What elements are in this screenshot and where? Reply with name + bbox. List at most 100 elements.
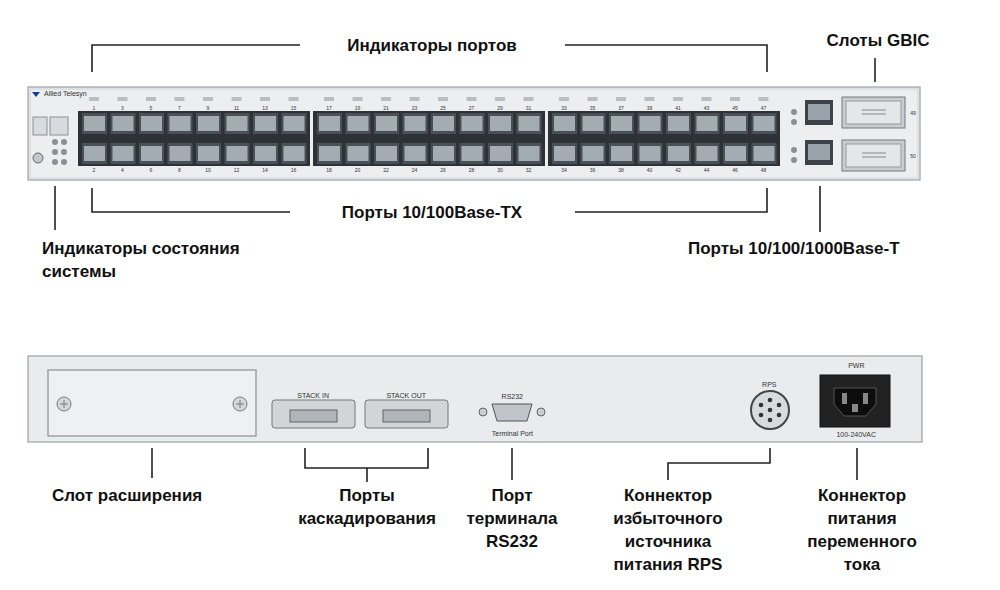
port-shape	[84, 116, 105, 131]
port-shape	[581, 113, 606, 134]
port-shape	[381, 97, 391, 101]
port-shape	[284, 116, 305, 131]
port-shape	[552, 113, 577, 134]
port-shape	[203, 97, 213, 101]
port-shape	[410, 97, 420, 101]
port-shape	[198, 146, 219, 161]
port-shape	[282, 143, 307, 164]
callout-label: Индикаторы состояния системы	[42, 237, 257, 283]
port-shape	[289, 97, 299, 101]
port-shape	[348, 116, 369, 131]
port-shape	[668, 146, 689, 161]
port-number: 11	[230, 105, 244, 111]
port-shape	[282, 113, 307, 134]
port-number: 33	[557, 105, 571, 111]
port-shape	[666, 143, 691, 164]
port-shape	[405, 116, 426, 131]
port-shape	[695, 143, 720, 164]
port-shape	[146, 97, 156, 101]
port-shape	[175, 97, 185, 101]
port-shape	[141, 116, 162, 131]
port-shape	[82, 113, 107, 134]
callout-label: Индикаторы портов	[302, 34, 562, 57]
port-shape	[559, 97, 569, 101]
port-shape	[725, 146, 746, 161]
port-shape	[488, 113, 513, 134]
port-shape	[168, 113, 193, 134]
port-shape	[260, 97, 270, 101]
port-shape	[583, 146, 604, 161]
port-shape	[611, 146, 632, 161]
callout-label: Слот расширения	[52, 484, 252, 507]
callout-label: Порты 10/100/1000Base-T	[688, 237, 948, 260]
port-number: 32	[522, 167, 536, 173]
port-shape	[82, 143, 107, 164]
port-number: 26	[436, 167, 450, 173]
port-shape	[490, 146, 511, 161]
port-shape	[141, 146, 162, 161]
port-shape	[319, 116, 340, 131]
port-shape	[196, 113, 221, 134]
port-shape	[111, 113, 136, 134]
port-shape	[118, 97, 128, 101]
port-number: 5	[144, 105, 158, 111]
port-shape	[666, 113, 691, 134]
device-marking: STACK IN	[297, 392, 329, 400]
port-number: 30	[493, 167, 507, 173]
port-shape	[313, 111, 545, 166]
port-shape	[638, 143, 663, 164]
port-shape	[225, 143, 250, 164]
callout-label: Коннектор питания переменного тока	[792, 484, 932, 576]
port-shape	[488, 143, 513, 164]
port-shape	[433, 146, 454, 161]
port-shape	[111, 143, 136, 164]
port-shape	[490, 116, 511, 131]
port-number: 47	[757, 105, 771, 111]
port-shape	[730, 97, 740, 101]
port-shape	[695, 113, 720, 134]
port-shape	[554, 146, 575, 161]
port-shape	[759, 97, 769, 101]
device-marking: Terminal Port	[491, 430, 533, 438]
port-shape	[517, 143, 542, 164]
port-number: 31	[522, 105, 536, 111]
device-marking: STACK OUT	[386, 392, 426, 400]
port-shape	[723, 143, 748, 164]
port-shape	[495, 97, 505, 101]
port-shape	[227, 116, 248, 131]
port-shape	[462, 116, 483, 131]
port-number: 9	[201, 105, 215, 111]
port-shape	[232, 97, 242, 101]
port-number: 46	[728, 167, 742, 173]
port-number: 41	[671, 105, 685, 111]
port-shape	[403, 143, 428, 164]
port-shape	[583, 116, 604, 131]
port-shape	[284, 146, 305, 161]
port-number: 3	[116, 105, 130, 111]
port-shape	[552, 143, 577, 164]
port-shape	[113, 116, 134, 131]
port-number: 27	[465, 105, 479, 111]
port-number: 40	[643, 167, 657, 173]
port-number: 42	[671, 167, 685, 173]
port-shape	[324, 97, 334, 101]
port-number: 1	[87, 105, 101, 111]
port-shape	[431, 113, 456, 134]
port-shape	[196, 143, 221, 164]
port-number: 29	[493, 105, 507, 111]
port-number: 20	[351, 167, 365, 173]
port-shape	[255, 146, 276, 161]
port-shape	[198, 116, 219, 131]
port-shape	[754, 146, 775, 161]
port-shape	[640, 146, 661, 161]
port-number: 25	[436, 105, 450, 111]
port-shape	[348, 146, 369, 161]
port-shape	[225, 113, 250, 134]
port-shape	[754, 116, 775, 131]
port-shape	[255, 116, 276, 131]
port-shape	[139, 113, 164, 134]
port-shape	[645, 97, 655, 101]
port-shape	[702, 97, 712, 101]
port-number: 50	[908, 153, 918, 159]
port-shape	[403, 113, 428, 134]
